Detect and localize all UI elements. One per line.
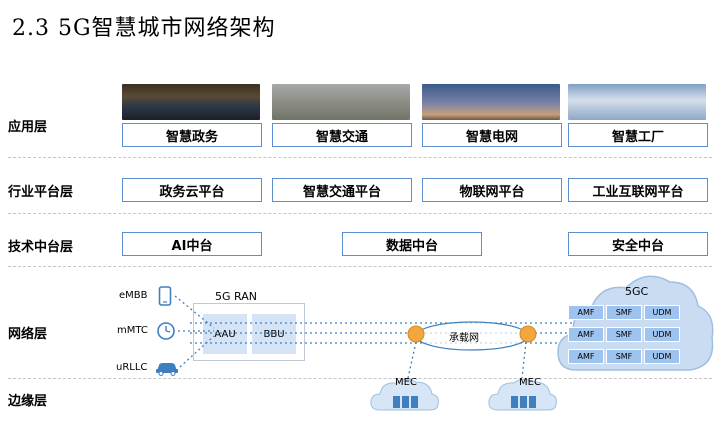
row-label-network: 网络层 bbox=[8, 327, 48, 342]
device-label-mmtc: mMTC bbox=[117, 325, 148, 336]
mec-label-2: MEC bbox=[519, 377, 541, 388]
industry-box-4: 工业互联网平台 bbox=[568, 178, 708, 202]
car-icon bbox=[156, 363, 178, 376]
separator-3 bbox=[8, 266, 712, 267]
ran-label: 5G RAN bbox=[215, 290, 257, 303]
row-label-tech: 技术中台层 bbox=[8, 240, 74, 255]
router-icon-left bbox=[407, 325, 425, 343]
ran-box bbox=[193, 303, 305, 361]
aau-box: AAU bbox=[203, 314, 247, 354]
device-label-embb: eMBB bbox=[119, 290, 148, 301]
separator-2 bbox=[8, 213, 712, 214]
core-cell-2: SMF bbox=[606, 305, 642, 320]
clock-icon bbox=[157, 322, 175, 340]
tech-box-1: AI中台 bbox=[122, 232, 262, 256]
mec-cloud-icon-1 bbox=[370, 378, 439, 411]
core-cell-4: AMF bbox=[568, 327, 604, 342]
app-box-3: 智慧电网 bbox=[422, 123, 562, 147]
photo-factory bbox=[568, 84, 706, 120]
row-label-edge: 边缘层 bbox=[8, 394, 48, 409]
phone-icon bbox=[158, 286, 172, 306]
core-cell-8: SMF bbox=[606, 349, 642, 364]
tech-box-3: 安全中台 bbox=[568, 232, 708, 256]
core-cell-5: SMF bbox=[606, 327, 642, 342]
core-cell-7: AMF bbox=[568, 349, 604, 364]
core-cell-9: UDM bbox=[644, 349, 680, 364]
device-label-urllc: uRLLC bbox=[116, 362, 148, 373]
photo-traffic bbox=[272, 84, 410, 120]
tech-box-2: 数据中台 bbox=[342, 232, 482, 256]
core-cloud-icon bbox=[557, 275, 714, 371]
photo-government bbox=[122, 84, 260, 120]
bearer-label: 承载网 bbox=[449, 333, 479, 344]
app-box-1: 智慧政务 bbox=[122, 123, 262, 147]
bbu-box: BBU bbox=[252, 314, 296, 354]
app-box-2: 智慧交通 bbox=[272, 123, 412, 147]
separator-4 bbox=[8, 378, 712, 379]
industry-box-1: 政务云平台 bbox=[122, 178, 262, 202]
app-box-4: 智慧工厂 bbox=[568, 123, 708, 147]
separator-1 bbox=[8, 157, 712, 158]
router-icon-right bbox=[519, 325, 537, 343]
row-label-industry: 行业平台层 bbox=[8, 185, 74, 200]
industry-box-3: 物联网平台 bbox=[422, 178, 562, 202]
core-label: 5GC bbox=[625, 285, 649, 298]
industry-box-2: 智慧交通平台 bbox=[272, 178, 412, 202]
mec-label-1: MEC bbox=[395, 377, 417, 388]
mec-cloud-icon-2 bbox=[488, 378, 557, 411]
core-cell-3: UDM bbox=[644, 305, 680, 320]
page-title: 2.3 5G智慧城市网络架构 bbox=[12, 16, 276, 41]
row-label-app: 应用层 bbox=[8, 120, 48, 135]
core-cell-6: UDM bbox=[644, 327, 680, 342]
photo-grid bbox=[422, 84, 560, 120]
core-cell-1: AMF bbox=[568, 305, 604, 320]
